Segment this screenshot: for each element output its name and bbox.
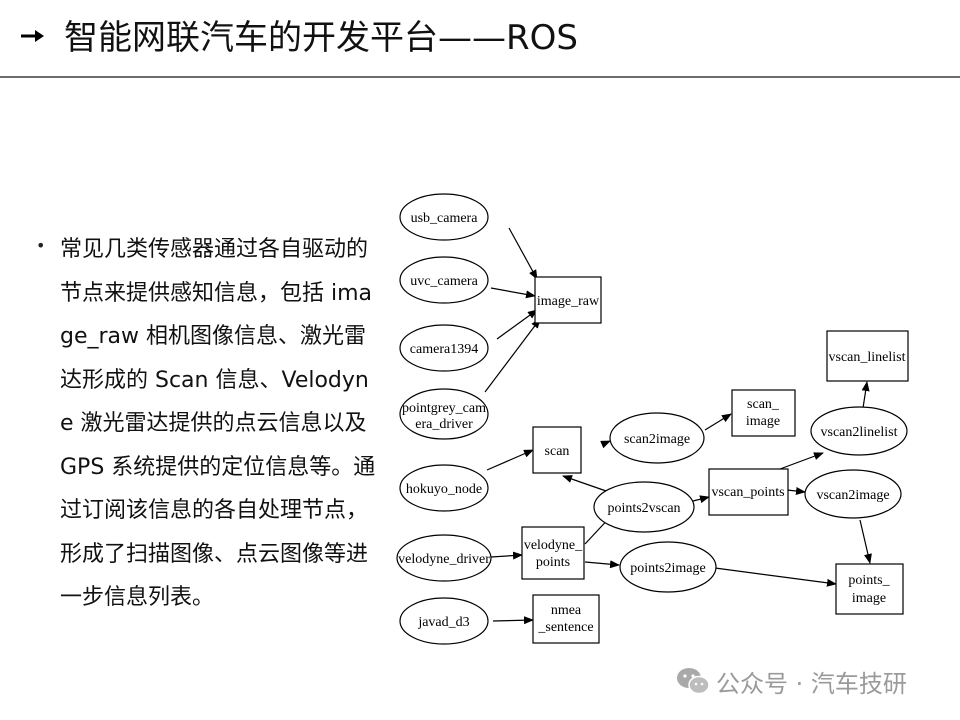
edge-vscan-points-vscan2image (786, 487, 806, 495)
node-pointgrey-camera-driver (399, 388, 489, 440)
node-vscan2image (804, 469, 902, 519)
label-vscan2image: vscan2image (816, 488, 889, 503)
edge-vscan-points-vscan2linelist (779, 452, 824, 470)
bullet-paragraph: 常见几类传感器通过各自驱动的节点来提供感知信息，包括 image_raw 相机图… (60, 237, 376, 610)
wechat-icon (677, 668, 710, 695)
label-nmea-line2: _sentence (537, 620, 593, 635)
edge-scan2image-scan-image (704, 413, 732, 431)
edge-camera1394-image-raw (496, 309, 538, 340)
ros-node-diagram: usb_camera uvc_camera camera1394 pointgr… (396, 193, 909, 645)
label-points2vscan: points2vscan (607, 501, 680, 516)
node-vscan-points (708, 468, 789, 516)
label-scan-image-line2: image (746, 414, 780, 429)
edge-javad-nmea (492, 616, 534, 625)
node-points-image (835, 563, 904, 615)
label-velodyne-points-line1: velodyne_ (524, 538, 583, 553)
label-vscan-points: vscan_points (711, 485, 784, 500)
label-uvc-camera: uvc_camera (410, 274, 478, 289)
edge-pointgrey-image-raw (484, 318, 541, 393)
node-scan2image (609, 412, 705, 464)
label-scan-image-line1: scan_ (747, 397, 780, 412)
edge-hokuyo-scan (486, 449, 534, 471)
node-javad-d3 (399, 597, 489, 645)
node-uvc-camera (399, 256, 489, 304)
page-title: 智能网联汽车的开发平台——ROS (64, 18, 578, 58)
label-velodyne-driver: velodyne_driver (398, 552, 490, 567)
node-vscan2linelist (810, 406, 908, 456)
edge-velodyne-driver-points (490, 551, 523, 560)
header: 智能网联汽车的开发平台——ROS (0, 0, 960, 80)
label-points-image-line2: image (852, 591, 886, 606)
label-scan: scan (545, 444, 570, 459)
node-velodyne-points (521, 526, 585, 580)
label-vscan2linelist: vscan2linelist (821, 425, 898, 440)
node-nmea-sentence (532, 594, 600, 644)
node-scan (532, 426, 582, 474)
label-points-image-line1: points_ (848, 573, 890, 588)
node-points2image (619, 541, 717, 593)
edge-uvc-camera-image-raw (490, 287, 536, 299)
label-image-raw: image_raw (537, 294, 600, 309)
node-points2vscan (593, 481, 695, 533)
node-scan-image (731, 389, 796, 437)
edge-points2vscan-scan (562, 475, 610, 493)
node-hokuyo-node (399, 464, 489, 512)
node-image-raw (534, 276, 602, 324)
edge-usb-camera-image-raw (508, 227, 538, 280)
header-divider (0, 76, 960, 78)
edge-velodyne-points-points2image (584, 560, 620, 569)
bullet-dot-icon: • (36, 236, 46, 255)
label-pointgrey-line2: era_driver (415, 417, 473, 432)
edge-vscan2image-points-image (859, 519, 872, 564)
edge-points2vscan-vscan-points (692, 495, 710, 504)
edge-scan-scan2image (600, 440, 611, 449)
arrow-right-icon (21, 30, 44, 42)
label-javad-d3: javad_d3 (417, 615, 469, 630)
edge-points2image-points-image (714, 567, 837, 587)
label-usb-camera: usb_camera (411, 211, 479, 226)
node-velodyne-driver (396, 534, 492, 582)
label-velodyne-points-line2: points (536, 555, 570, 570)
label-points2image: points2image (630, 561, 705, 576)
label-nmea-line1: nmea (551, 603, 582, 618)
node-usb-camera (399, 193, 489, 241)
watermark: 公众号 · 汽车技研 (676, 665, 907, 698)
label-camera1394: camera1394 (410, 342, 478, 357)
edge-vscan2linelist-vscan-linelist (861, 381, 870, 409)
node-camera1394 (399, 324, 489, 372)
watermark-text: 公众号 · 汽车技研 (716, 669, 907, 698)
label-scan2image: scan2image (624, 432, 690, 447)
label-pointgrey-line1: pointgrey_cam (402, 401, 486, 416)
label-vscan-linelist: vscan_linelist (829, 350, 906, 365)
label-hokuyo-node: hokuyo_node (406, 482, 482, 497)
node-vscan-linelist (826, 330, 909, 382)
